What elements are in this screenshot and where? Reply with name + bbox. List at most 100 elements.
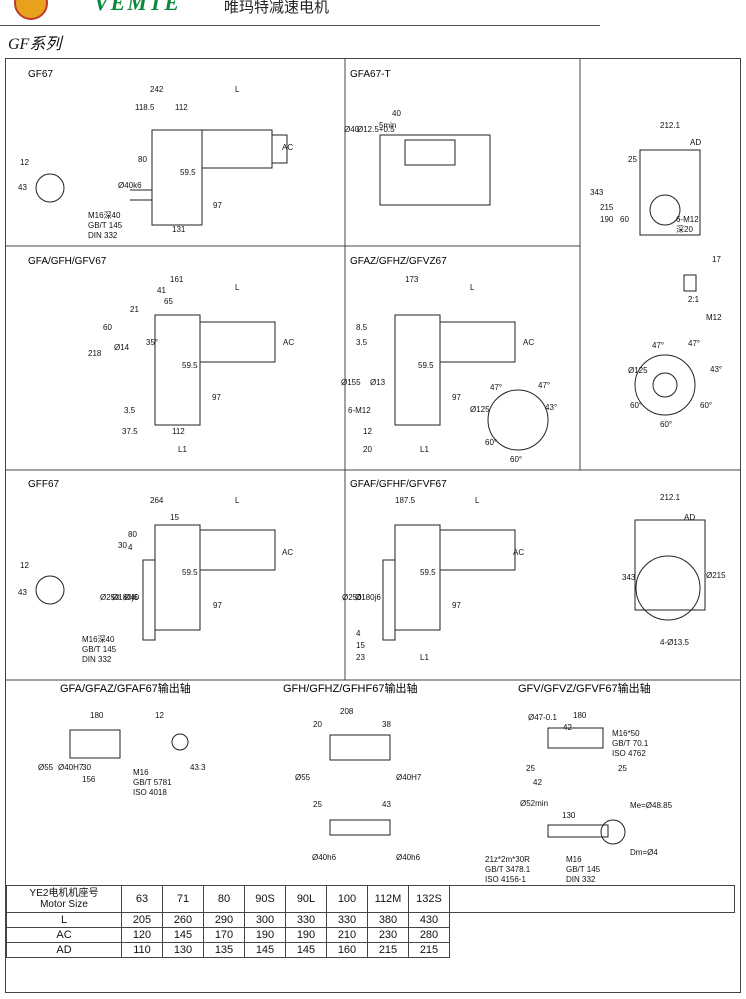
dimension-label-side1: 190 [600, 215, 614, 224]
dimension-label-shaft3: GB/T 3478.1 [485, 865, 531, 874]
dimension-label-gf67: 242 [150, 85, 164, 94]
dimension-label-shaft1: 30 [82, 763, 91, 772]
dimension-label-gfaf: 97 [452, 601, 461, 610]
dimension-label-gfaz: 60° [510, 455, 522, 464]
dimension-label-shaft3: GB/T 70.1 [612, 739, 649, 748]
dimension-label-gff67: AC [282, 548, 293, 557]
table-cell: 145 [285, 942, 327, 958]
dimension-label-gfaz: 60° [485, 438, 497, 447]
table-cell: 132S [408, 885, 450, 913]
dimension-label-shaft3: Ø47-0.1 [528, 713, 557, 722]
dimension-label-gf67: M16深40 [88, 211, 121, 220]
dimension-label-side2: 17 [712, 255, 721, 264]
dimension-label-shaft3: 25 [618, 764, 627, 773]
dimension-label-side1: 深20 [676, 225, 693, 234]
dimension-label-side1: 6-M12 [676, 215, 699, 224]
dimension-label-gfaz: L1 [420, 445, 429, 454]
dimension-label-side3: Ø215 [706, 571, 726, 580]
dimension-label-side2: 60° [700, 401, 712, 410]
table-cell: 260 [162, 912, 204, 928]
table-cell: 210 [326, 927, 368, 943]
series-title: GF系列 [8, 36, 62, 53]
dimension-label-side1: 212.1 [660, 121, 681, 130]
dimension-label-gf67: GB/T 145 [88, 221, 123, 230]
table-cell: 100 [326, 885, 368, 913]
dimension-label-side2: 47° [688, 339, 700, 348]
table-row-label: L [6, 912, 122, 928]
table-cell: 160 [326, 942, 368, 958]
table-cell: 63 [121, 885, 163, 913]
table-cell: 145 [162, 927, 204, 943]
dimension-label-side2: 60° [660, 420, 672, 429]
table-cell: 215 [408, 942, 450, 958]
panel-title-gfaz: GFAZ/GFHZ/GFVZ67 [350, 256, 447, 267]
dimension-label-gff67: 97 [213, 601, 222, 610]
dimension-label-gfa: 59.5 [182, 361, 198, 370]
dimension-label-shaft3: M16*50 [612, 729, 640, 738]
dimension-label-gfaz: L [470, 283, 475, 292]
table-row-label: AD [6, 942, 122, 958]
dimension-label-shaft1: 156 [82, 775, 96, 784]
dimension-label-gfaz: 59.5 [418, 361, 434, 370]
dimension-label-shaft1: Ø55 [38, 763, 54, 772]
dimension-label-side1: 25 [628, 155, 637, 164]
table-cell: 90L [285, 885, 327, 913]
table-cell: 170 [203, 927, 245, 943]
table-cell: 71 [162, 885, 204, 913]
dimension-label-gf67: 12 [20, 158, 29, 167]
dimension-label-shaft3: Ø52min [520, 799, 548, 808]
dimension-label-shaft3: 130 [562, 811, 576, 820]
dimension-label-shaft3: 180 [573, 711, 587, 720]
dimension-label-gfaz: 12 [363, 427, 372, 436]
dimension-label-shaft3: Dm=Ø4 [630, 848, 658, 857]
dimension-label-shaft2: 38 [382, 720, 391, 729]
dimension-label-gff67: 59.5 [182, 568, 198, 577]
table-cell: 145 [244, 942, 286, 958]
panel-title-gf67: GF67 [28, 69, 53, 80]
panel-grid [5, 58, 741, 681]
dimension-label-shaft3: GB/T 145 [566, 865, 601, 874]
dimension-label-gff67: 12 [20, 561, 29, 570]
dimension-label-gff67: 30 [118, 541, 127, 550]
dimension-label-side3: 343 [622, 573, 636, 582]
table-cell: 280 [408, 927, 450, 943]
dimension-label-shaft3: Me=Ø48.85 [630, 801, 673, 810]
dimension-label-side2: 60° [630, 401, 642, 410]
dimension-label-gf67: 59.5 [180, 168, 196, 177]
table-cell: 300 [244, 912, 286, 928]
dimension-label-side2: Ø125 [628, 366, 648, 375]
dimension-label-shaft2: 208 [340, 707, 354, 716]
table-row-label: AC [6, 927, 122, 943]
dimension-label-gfa: 41 [157, 286, 166, 295]
dimension-label-gff67: GB/T 145 [82, 645, 117, 654]
dimension-label-gfa: 60 [103, 323, 112, 332]
table-cell: 110 [121, 942, 163, 958]
dimension-label-side2: 47° [652, 341, 664, 350]
drawing-frame [5, 58, 741, 993]
dimension-label-gff67: 15 [170, 513, 179, 522]
table-cell: 430 [408, 912, 450, 928]
dimension-label-gfa: 65 [164, 297, 173, 306]
dimension-label-gff67: Ø250 [100, 593, 120, 602]
panel-title-shaft1: GFA/GFAZ/GFAF67输出轴 [60, 681, 191, 695]
dimension-label-shaft3: ISO 4762 [612, 749, 646, 758]
panel-title-gfa: GFA/GFH/GFV67 [28, 256, 107, 267]
panel-title-gff67: GFF67 [28, 479, 60, 490]
table-cell: 230 [367, 927, 409, 943]
dimension-label-side3: 212.1 [660, 493, 681, 502]
dimension-label-gf67: 112 [175, 103, 188, 112]
table-cell: 290 [203, 912, 245, 928]
table-cell: 215 [367, 942, 409, 958]
dimension-label-gfaz: 6-M12 [348, 406, 371, 415]
dimension-label-shaft1: 43.3 [190, 763, 206, 772]
dimension-label-gfaf: 23 [356, 653, 365, 662]
dimension-label-gfa: 218 [88, 349, 102, 358]
dimension-label-gff67: M16深40 [82, 635, 115, 644]
dimension-label-shaft3: DIN 332 [566, 875, 596, 884]
dimension-label-shaft1: 180 [90, 711, 104, 720]
table-cell: 120 [121, 927, 163, 943]
dimension-label-gff67: Ø40 [124, 593, 140, 602]
dimension-label-gfaz: 47° [490, 383, 502, 392]
